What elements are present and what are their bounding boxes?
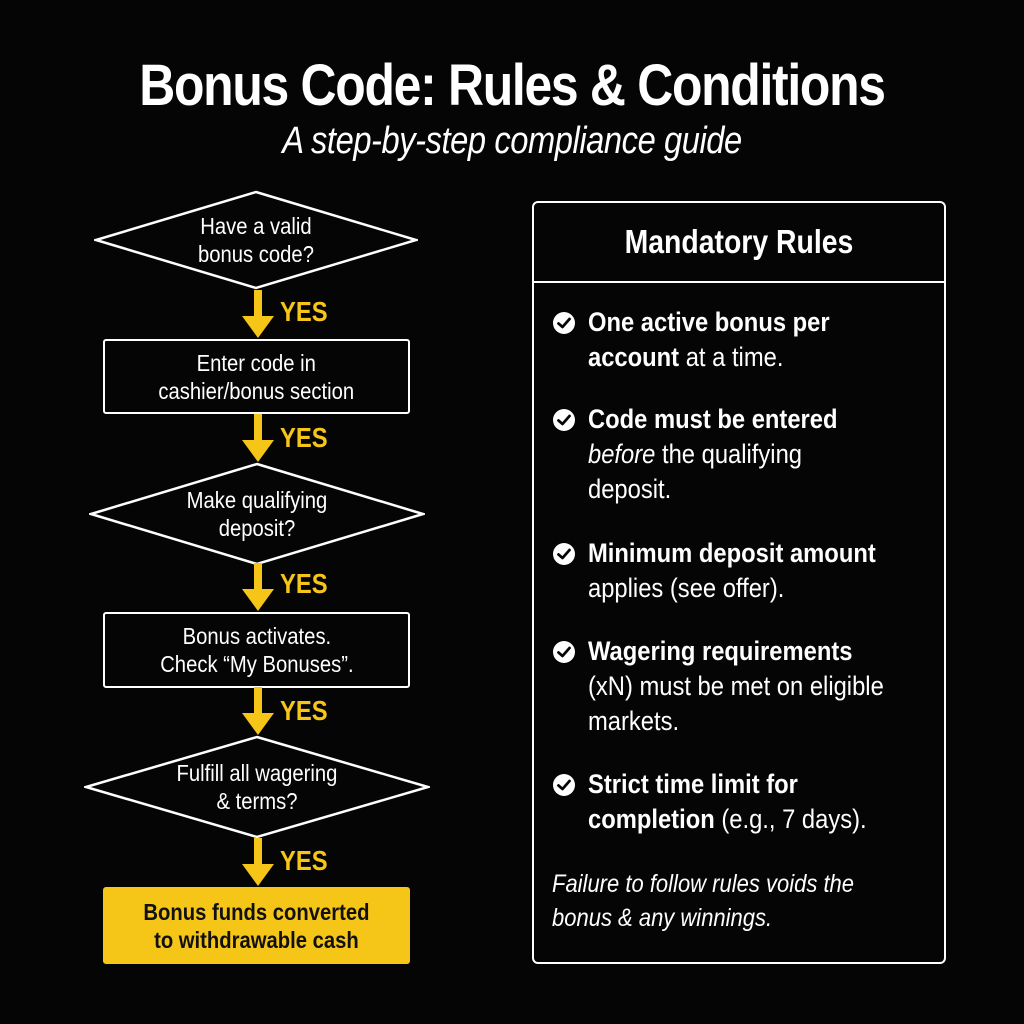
mandatory-rules-panel: Mandatory Rules One active bonus per acc… bbox=[532, 201, 946, 964]
footnote-text: bonus & any winnings. bbox=[552, 904, 773, 932]
rule-text: (xN) must be met on eligible bbox=[588, 671, 884, 701]
page-subtitle: A step-by-step compliance guide bbox=[282, 120, 742, 162]
arrow-down-icon bbox=[242, 414, 274, 462]
arrow-down-icon bbox=[242, 290, 274, 338]
diamond-shape bbox=[84, 735, 430, 839]
connector-label-yes: YES bbox=[280, 422, 328, 453]
step-text: Enter code in bbox=[196, 349, 317, 376]
diamond-shape bbox=[94, 190, 418, 290]
step-text: Have a valid bbox=[200, 213, 312, 239]
rule-text: the qualifying bbox=[655, 439, 803, 469]
step-text: Make qualifying bbox=[186, 487, 328, 513]
panel-title: Mandatory Rules bbox=[624, 223, 854, 260]
rule-text-italic: before bbox=[588, 439, 656, 469]
check-circle-icon bbox=[553, 641, 575, 663]
step-text: bonus code? bbox=[198, 241, 314, 267]
rule-text-bold: Minimum deposit amount bbox=[588, 538, 876, 568]
footnote-text: Failure to follow rules voids the bbox=[552, 870, 855, 898]
rule-text-bold: account bbox=[588, 342, 680, 372]
step-text: & terms? bbox=[216, 788, 298, 814]
rule-text-bold: One active bonus per bbox=[588, 307, 830, 337]
step-text: Bonus activates. bbox=[182, 623, 331, 649]
page-title: Bonus Code: Rules & Conditions bbox=[139, 53, 886, 118]
connector-label-yes: YES bbox=[280, 695, 328, 726]
rules-footnote: Failure to follow rules voids the bonus … bbox=[552, 867, 904, 935]
connector-label-yes: YES bbox=[280, 845, 328, 876]
step-text: Fulfill all wagering bbox=[176, 760, 338, 786]
check-circle-icon bbox=[553, 774, 575, 796]
check-circle-icon bbox=[553, 312, 575, 334]
rule-text: markets. bbox=[588, 706, 680, 736]
rule-text: (e.g., 7 days). bbox=[714, 804, 867, 834]
step-text: Check “My Bonuses”. bbox=[159, 651, 354, 677]
arrow-down-icon bbox=[242, 563, 274, 611]
step-text: to withdrawable cash bbox=[154, 926, 359, 953]
rule-text-bold: Code must be entered bbox=[588, 404, 838, 434]
arrow-down-icon bbox=[242, 838, 274, 886]
process-bonus-activates: Bonus activates.Check “My Bonuses”. bbox=[103, 612, 410, 688]
arrow-down-icon bbox=[242, 687, 274, 735]
rule-text: at a time. bbox=[679, 342, 784, 372]
step-text: cashier/bonus section bbox=[158, 377, 355, 404]
rule-text: deposit. bbox=[588, 474, 672, 504]
connector-label-yes: YES bbox=[280, 296, 328, 327]
connector-label-yes: YES bbox=[280, 568, 328, 599]
panel-header: Mandatory Rules bbox=[534, 203, 944, 283]
check-circle-icon bbox=[553, 543, 575, 565]
step-text: deposit? bbox=[218, 515, 296, 541]
rule-text-bold: Wagering requirements bbox=[588, 636, 853, 666]
check-circle-icon bbox=[553, 409, 575, 431]
rule-text-bold: Strict time limit for bbox=[588, 769, 798, 799]
rule-text: applies (see offer). bbox=[588, 573, 785, 603]
step-text: Bonus funds converted bbox=[143, 898, 370, 925]
decision-fulfill-wagering: Fulfill all wagering& terms? bbox=[84, 735, 430, 839]
rule-text-bold: completion bbox=[588, 804, 715, 834]
